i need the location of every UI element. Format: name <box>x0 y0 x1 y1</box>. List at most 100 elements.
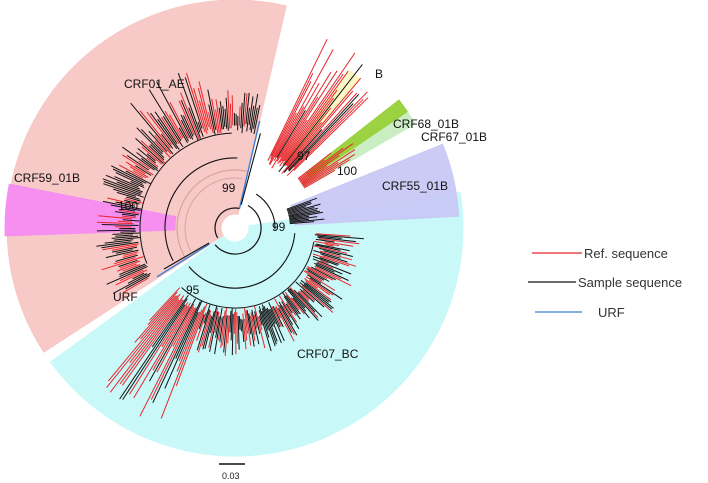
tree-leaf-branch <box>119 264 147 278</box>
tree-leaf-branch <box>289 288 319 321</box>
tree-leaf-branch <box>146 157 159 168</box>
tree-leaf-branch <box>152 306 191 371</box>
tree-leaf-branch <box>258 306 270 338</box>
tree-leaf-branch <box>188 107 202 139</box>
tree-leaf-branch <box>278 301 294 325</box>
tree-leaf-branch <box>293 97 369 171</box>
tree-leaf-branch <box>129 166 149 178</box>
tree-leaf-branch <box>288 209 318 217</box>
tree-leaf-branch <box>286 302 297 316</box>
tree-leaf-branch <box>98 215 133 220</box>
tree-leaf-branch <box>279 304 298 336</box>
tree-leaf-branch <box>139 307 196 417</box>
tree-leaf-branch <box>306 265 334 281</box>
tree-leaf-branch <box>119 263 146 275</box>
tree-leaf-branch <box>245 310 252 346</box>
tree-leaf-branch <box>300 290 310 300</box>
tree-leaf-branch <box>102 178 142 194</box>
tree-leaf-branch <box>304 280 332 301</box>
tree-leaf-branch <box>276 96 319 162</box>
tree-leaf-branch <box>130 102 174 155</box>
tree-leaf-branch <box>214 308 223 355</box>
tree-leaf-branch <box>209 311 219 352</box>
tree-leaf-branch <box>282 292 299 315</box>
tree-leaf-branch <box>132 170 147 179</box>
tree-leaf-branch <box>115 172 145 187</box>
tree-leaf-branch <box>322 255 357 267</box>
tree-leaf-branch <box>288 207 315 215</box>
tree-leaf-branch <box>248 313 255 347</box>
tree-leaf-branch <box>115 234 133 237</box>
tree-leaf-branch <box>156 243 210 278</box>
tree-leaf-branch <box>253 314 258 329</box>
tree-leaf-branch <box>130 181 145 189</box>
tree-leaf-branch <box>313 262 335 273</box>
tree-leaf-branch <box>121 213 136 217</box>
tree-leaf-branch <box>261 308 276 347</box>
tree-leaf-branch <box>242 313 247 350</box>
tree-leaf-branch <box>146 111 173 146</box>
tree-leaf-branch <box>208 112 214 134</box>
tree-leaf-branch <box>270 73 314 157</box>
tree-leaf-branch <box>103 183 144 198</box>
tree-leaf-branch <box>268 302 281 328</box>
tree-leaf-branch <box>314 265 342 280</box>
tree-leaf-branch <box>299 147 344 181</box>
tree-leaf-branch <box>215 316 220 338</box>
tree-leaf-branch <box>122 146 155 171</box>
tree-leaf-branch <box>301 285 334 313</box>
tree-leaf-branch <box>281 301 300 329</box>
tree-leaf-branch <box>301 165 328 184</box>
legend-label-ref-sequence: Ref. sequence <box>584 246 668 261</box>
tree-leaf-branch <box>148 145 165 161</box>
tree-leaf-branch <box>300 155 340 183</box>
tree-branches <box>96 38 369 419</box>
tree-leaf-branch <box>287 289 307 312</box>
tree-leaf-branch <box>289 216 318 221</box>
tree-leaf-branch <box>109 295 185 393</box>
tree-leaf-branch <box>277 119 308 165</box>
tree-leaf-branch <box>270 81 312 160</box>
tree-leaf-branch <box>285 295 301 315</box>
tree-leaf-branch <box>121 299 184 386</box>
tree-leaf-branch <box>299 288 315 303</box>
tree-leaf-branch <box>150 112 178 149</box>
tree-leaf-branch <box>224 315 229 356</box>
tree-leaf-branch <box>127 273 148 284</box>
clade-wedge-crf59-01b <box>4 183 177 237</box>
tree-leaf-branch <box>175 300 203 359</box>
tree-leaf-branch <box>253 105 261 135</box>
tree-leaf-branch <box>325 244 334 247</box>
tree-leaf-branch <box>136 127 163 155</box>
tree-backbone-arc <box>214 204 262 255</box>
tree-leaf-branch <box>116 191 140 200</box>
tree-leaf-branch <box>225 97 229 131</box>
tree-leaf-branch <box>106 297 179 388</box>
tree-leaf-branch <box>312 253 350 267</box>
tree-leaf-branch <box>120 231 136 233</box>
tree-leaf-branch <box>271 306 282 327</box>
tree-leaf-branch <box>196 312 207 341</box>
tree-leaf-branch <box>244 307 249 334</box>
urf-label: URF <box>113 290 138 304</box>
tree-leaf-branch <box>162 116 184 148</box>
tree-leaf-branch <box>122 219 140 222</box>
tree-leaf-branch <box>231 314 234 356</box>
tree-leaf-branch <box>215 99 222 133</box>
tree-leaf-branch <box>184 77 203 129</box>
tree-leaf-branch <box>227 90 231 129</box>
tree-leaf-branch <box>106 265 148 285</box>
tree-leaf-branch <box>289 287 319 318</box>
tree-clade-arc <box>139 132 232 264</box>
tree-leaf-branch <box>139 110 171 149</box>
tree-leaf-branch <box>303 270 336 291</box>
tree-leaf-branch <box>289 221 315 225</box>
tree-leaf-branch <box>96 229 136 232</box>
tree-leaf-branch <box>125 170 151 185</box>
tree-leaf-branch <box>248 96 254 125</box>
tree-leaf-branch <box>269 49 334 166</box>
tree-leaf-branch <box>115 201 136 207</box>
tree-leaf-branch <box>197 310 212 353</box>
tree-leaf-branch <box>198 81 212 130</box>
